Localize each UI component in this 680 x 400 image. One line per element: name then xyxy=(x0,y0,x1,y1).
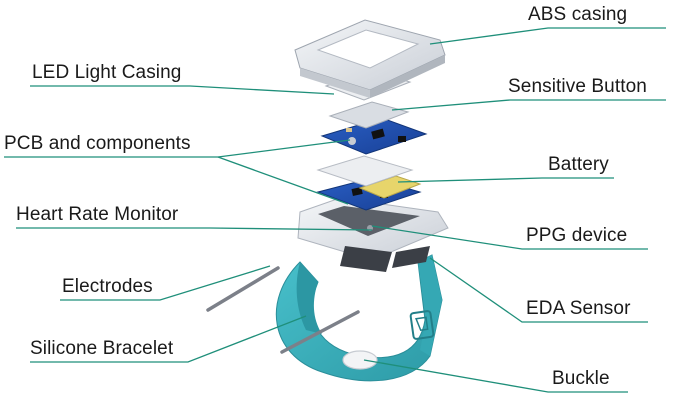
label-eda-sensor: EDA Sensor xyxy=(526,298,631,319)
leader-eda-sensor xyxy=(429,257,648,323)
label-electrodes: Electrodes xyxy=(62,276,153,297)
label-sensitive-button: Sensitive Button xyxy=(508,76,647,97)
leader-lines xyxy=(4,27,666,393)
abs-top-casing xyxy=(294,19,446,98)
leader-led-light-casing xyxy=(30,85,335,95)
label-pcb-components: PCB and components xyxy=(4,133,191,154)
silicone-bracelet xyxy=(275,254,443,382)
label-heart-rate-monitor: Heart Rate Monitor xyxy=(16,204,179,225)
label-silicone-bracelet: Silicone Bracelet xyxy=(30,338,174,359)
label-abs-casing: ABS casing xyxy=(528,4,628,25)
leader-pcb-components-2 xyxy=(217,156,349,205)
label-ppg-device: PPG device xyxy=(526,225,628,246)
label-led-light-casing: LED Light Casing xyxy=(32,62,182,83)
leader-ppg-device xyxy=(371,225,648,250)
leader-abs-casing xyxy=(429,27,666,45)
leader-buckle xyxy=(363,359,628,393)
leader-sensitive-button xyxy=(391,99,666,111)
label-buckle: Buckle xyxy=(552,368,610,389)
leader-battery xyxy=(397,177,614,183)
leader-heart-rate-monitor xyxy=(16,227,373,231)
label-battery: Battery xyxy=(548,154,609,175)
lower-casing xyxy=(297,197,449,272)
button-pad xyxy=(328,101,410,129)
buckle-part xyxy=(342,350,378,370)
leader-electrodes xyxy=(60,265,271,301)
leader-silicone-bracelet xyxy=(30,315,307,363)
electrode-pins xyxy=(206,266,360,354)
spacer-plate xyxy=(316,155,414,187)
